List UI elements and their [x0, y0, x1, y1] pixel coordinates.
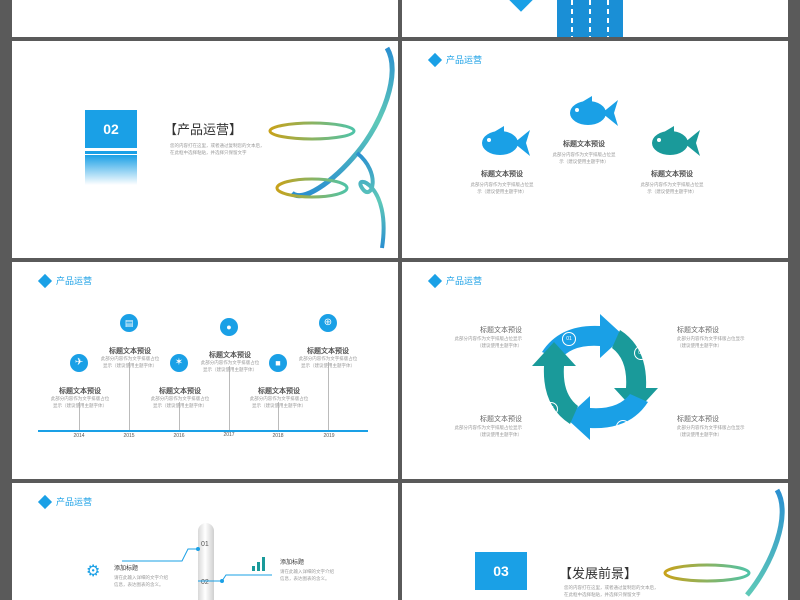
slide-thermometer[interactable]: 产品运营 01 02 ⚙ 添加标题 请在此输入详细的文字介绍 信息，表达图表的含… — [12, 483, 398, 600]
gear-icon: ⚙ — [86, 563, 101, 580]
section-number-box: 03 — [475, 552, 527, 590]
fish-label: 标题文本预设 — [651, 171, 693, 178]
bar-chart-icon — [252, 557, 268, 571]
fish-icon — [652, 126, 700, 156]
timeline-desc: 此部分内容作为文字排版占位 显示（建议使用主题字体） — [150, 396, 210, 408]
cycle-text-topleft: 标题文本预设 此部分内容作为文字排版占位显示（建议使用主题字体） — [454, 327, 523, 348]
slide-section-03[interactable]: 03 【发展前景】 您的内容打在这里，或者通过复制您的文本后， 在此框中选择粘贴… — [402, 483, 788, 600]
cycle-number: 04 — [544, 402, 558, 416]
timeline-desc: 此部分内容作为文字排版占位 显示（建议使用主题字体） — [298, 356, 358, 368]
timeline-year: 2018 — [272, 433, 284, 439]
timeline-stem — [328, 362, 329, 430]
thermo-item-label: 添加标题 — [114, 566, 139, 572]
fish-desc: 此部分内容作为文字排版占位显 示（建议使用主题字体） — [470, 182, 534, 194]
star-icon: ✶ — [174, 357, 184, 368]
timeline-stem — [129, 362, 130, 430]
cycle-text-topright: 标题文本预设 此部分内容作为文字排版占位显示（建议使用主题字体） — [677, 327, 745, 348]
ribbon-decoration — [268, 46, 395, 249]
section-number: 02 — [103, 121, 119, 137]
thermo-item-desc: 请在此输入详细的文字介绍 信息，表达图表的含义。 — [114, 575, 168, 587]
plane-icon: ✈ — [74, 357, 84, 368]
timeline-label: 标题文本预设 — [307, 348, 349, 355]
timeline-year: 2016 — [173, 433, 185, 439]
user-icon: ● — [226, 322, 232, 332]
section-number-box: 02 — [85, 110, 137, 148]
ribbon-decoration — [663, 488, 785, 597]
section-number-bar — [85, 151, 137, 154]
fish-label: 标题文本预设 — [481, 171, 523, 178]
thermo-number: 01 — [201, 541, 209, 548]
timeline-stem — [79, 402, 80, 430]
cycle-number: 03 — [616, 420, 630, 434]
fish-desc: 此部分内容作为文字排版占位显 示（建议使用主题字体） — [552, 152, 616, 164]
diamond-icon — [37, 273, 53, 288]
section-desc: 您的内容打在这里，或者通过复制您的文本后， 在此框中选择粘贴，并选择只保留文字 — [564, 585, 659, 597]
slide-top-left-partial[interactable] — [12, 0, 398, 37]
timeline-icon-circle: ✈ — [70, 354, 88, 372]
section-number: 03 — [493, 563, 509, 579]
section-desc: 您的内容打在这里，或者通过复制您的文本后， 在此框中选择粘贴，并选择只保留文字 — [170, 143, 265, 155]
document-icon: ▤ — [124, 318, 134, 328]
slide-fish[interactable]: 产品运营 标题文本预设 此部分内容作为文字排版占位显 示（建议使用主题字体） 标… — [402, 41, 788, 258]
section-title: 【产品运营】 — [164, 122, 243, 137]
timeline-desc: 此部分内容作为文字排版占位 显示（建议使用主题字体） — [249, 396, 309, 408]
slide-header: 产品运营 — [427, 273, 482, 288]
timeline-label: 标题文本预设 — [59, 388, 101, 395]
timeline-year: 2017 — [223, 432, 235, 438]
timeline-icon-circle: ✶ — [170, 354, 188, 372]
slide-timeline[interactable]: 产品运营 ✈ 标题文本预设 此部分内容作为文字排版占位 显示（建议使用主题字体）… — [12, 262, 398, 479]
timeline-stem — [229, 366, 230, 430]
connector-lines — [122, 547, 272, 583]
timeline-year: 2014 — [73, 433, 85, 439]
timeline-label: 标题文本预设 — [209, 352, 251, 359]
cycle-text-bottomleft: 标题文本预设 此部分内容作为文字排版占位显示（建议使用主题字体） — [454, 416, 523, 437]
cycle-arrows — [532, 314, 658, 440]
cycle-text-bottomright: 标题文本预设 此部分内容作为文字排版占位显示（建议使用主题字体） — [677, 416, 745, 437]
timeline-axis — [38, 430, 368, 432]
timeline-icon-circle: ■ — [269, 354, 287, 372]
timeline-year: 2019 — [323, 433, 335, 439]
thermo-number: 02 — [201, 579, 209, 586]
timeline-stem — [179, 402, 180, 430]
timeline-icon-circle: ● — [220, 318, 238, 336]
timeline-year: 2015 — [123, 433, 135, 439]
slide-header: 产品运营 — [427, 52, 482, 67]
briefcase-icon: ■ — [275, 358, 281, 368]
diamond-shape — [508, 0, 534, 12]
slide-header: 产品运营 — [37, 494, 92, 509]
timeline-desc: 此部分内容作为文字排版占位 显示（建议使用主题字体） — [50, 396, 110, 408]
fish-icon — [482, 126, 530, 156]
slide-section-02[interactable]: 02 【产品运营】 您的内容打在这里，或者通过复制您的文本后， 在此框中选择粘贴… — [12, 41, 398, 258]
timeline-label: 标题文本预设 — [258, 388, 300, 395]
diamond-icon — [427, 52, 443, 67]
cycle-number: 01 — [562, 332, 576, 346]
timeline-desc: 此部分内容作为文字排版占位 显示（建议使用主题字体） — [200, 360, 260, 372]
thermo-item-label: 添加标题 — [280, 560, 305, 566]
road-graphic — [557, 0, 623, 37]
timeline-desc: 此部分内容作为文字排版占位 显示（建议使用主题字体） — [100, 356, 160, 368]
cycle-number: 02 — [634, 346, 648, 360]
timeline-stem — [278, 402, 279, 430]
section-number-reflection — [85, 155, 137, 185]
diamond-icon — [37, 494, 53, 509]
timeline-label: 标题文本预设 — [159, 388, 201, 395]
slide-cycle[interactable]: 产品运营 01 02 03 04 标题文本预设 此部分内容作为文字排版占位显示（… — [402, 262, 788, 479]
fish-label: 标题文本预设 — [563, 141, 605, 148]
fish-desc: 此部分内容作为文字排版占位显 示（建议使用主题字体） — [640, 182, 704, 194]
slide-header: 产品运营 — [37, 273, 92, 288]
timeline-label: 标题文本预设 — [109, 348, 151, 355]
globe-icon: ⊕ — [323, 317, 333, 328]
fish-icon — [570, 96, 618, 126]
section-title: 【发展前景】 — [559, 566, 638, 581]
timeline-icon-circle: ⊕ — [319, 314, 337, 332]
diamond-icon — [427, 273, 443, 288]
thermo-item-desc: 请在此输入详细的文字介绍 信息，表达图表的含义。 — [280, 569, 334, 581]
slide-top-right-partial[interactable] — [402, 0, 788, 37]
timeline-icon-circle: ▤ — [120, 314, 138, 332]
